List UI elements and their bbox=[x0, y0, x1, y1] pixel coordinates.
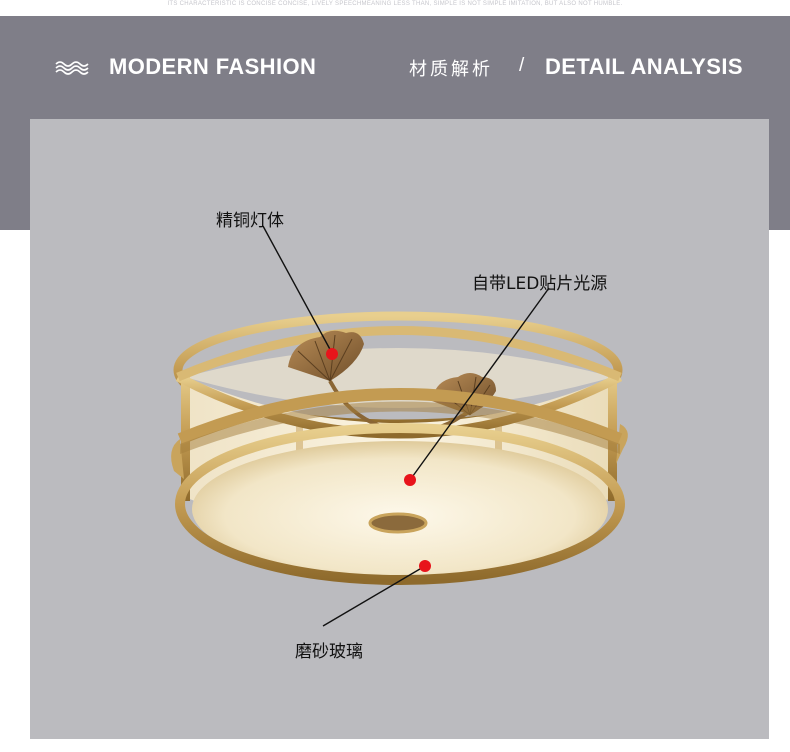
tagline: ITS CHARACTERISTIC IS CONCISE CONCISE, L… bbox=[167, 1, 623, 7]
ceiling-lamp-illustration bbox=[171, 225, 628, 627]
label-copper-body: 精铜灯体 bbox=[216, 211, 284, 231]
marker-led-source bbox=[404, 474, 416, 486]
leader-line-copper-body bbox=[262, 225, 333, 354]
middle-ring bbox=[177, 388, 623, 445]
leader-line-led-source bbox=[409, 287, 550, 481]
ginkgo-leaf-left bbox=[288, 330, 364, 381]
marker-copper-body bbox=[326, 348, 338, 360]
label-frosted-glass: 磨砂玻璃 bbox=[295, 642, 363, 662]
label-led-source: 自带LED贴片光源 bbox=[472, 274, 608, 294]
title-separator: / bbox=[519, 55, 525, 76]
title-material-analysis: 材质解析 bbox=[409, 59, 493, 80]
center-finial bbox=[368, 512, 428, 534]
marker-frosted-glass bbox=[419, 560, 431, 572]
frosted-glass-panel bbox=[192, 441, 608, 577]
product-photo: 精铜灯体 自带LED贴片光源 磨砂玻璃 bbox=[30, 119, 769, 739]
title-detail-analysis: DETAIL ANALYSIS bbox=[545, 54, 743, 79]
title-modern-fashion: MODERN FASHION bbox=[109, 54, 317, 79]
leader-line-frosted-glass bbox=[322, 565, 426, 627]
wave-icon bbox=[55, 61, 89, 75]
